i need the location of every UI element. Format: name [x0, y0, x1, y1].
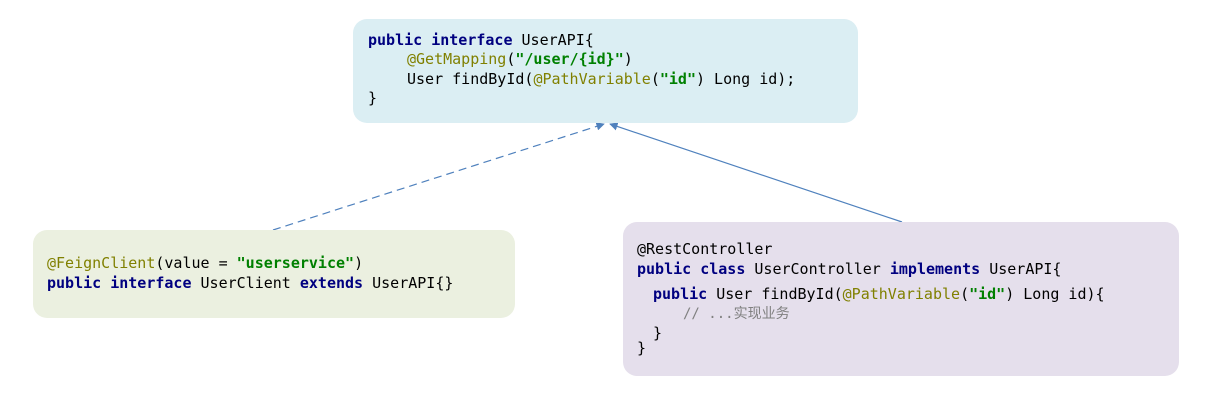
user-controller-box	[623, 222, 1179, 376]
keyword: public	[47, 274, 102, 292]
code-text: UserAPI{}	[372, 274, 454, 292]
keyword: public	[653, 285, 708, 303]
annotation: @GetMapping	[407, 50, 507, 68]
controller-class-close: }	[637, 339, 647, 357]
user-api-interface-box	[353, 19, 858, 123]
client-line-declaration: public interface UserClient extends User…	[47, 274, 453, 293]
code-text: )	[354, 254, 364, 272]
code-text: User findById(	[716, 285, 843, 303]
string-literal: "id"	[969, 285, 1006, 303]
keyword: implements	[889, 260, 981, 278]
code-text: User findById(	[407, 70, 534, 88]
keyword: extends	[299, 274, 364, 292]
string-literal: "/user/{id}"	[515, 50, 624, 68]
interface-name: UserClient	[200, 274, 291, 292]
api-line-declaration: public interface UserAPI{	[368, 31, 594, 50]
controller-line-declaration: public class UserController implements U…	[637, 260, 1061, 279]
code-text: (	[960, 285, 970, 303]
keyword: interface	[431, 31, 513, 49]
code-text: ) Long id);	[696, 70, 796, 88]
code-text: UserAPI{	[989, 260, 1062, 278]
string-literal: "id"	[659, 70, 696, 88]
api-line-getmapping: @GetMapping("/user/{id}")	[407, 50, 633, 69]
keyword: class	[700, 260, 746, 278]
extends-arrow	[272, 122, 605, 231]
keyword: public	[368, 31, 423, 49]
controller-line-annotation: @RestController	[637, 240, 773, 258]
annotation: @FeignClient	[47, 254, 156, 272]
code-text: (	[650, 70, 660, 88]
annotation: @PathVariable	[533, 70, 651, 88]
string-literal: "userservice"	[236, 254, 355, 272]
class-name: UserController	[754, 260, 881, 278]
implements-arrow	[609, 122, 903, 223]
code-text: (	[506, 50, 516, 68]
controller-line-comment: // ...实现业务	[683, 306, 790, 322]
code-text: )	[623, 50, 633, 68]
code-text: ) Long id){	[1005, 285, 1105, 303]
keyword: public	[637, 260, 692, 278]
api-line-close: }	[368, 89, 378, 107]
client-line-annotation: @FeignClient(value = "userservice")	[47, 254, 363, 273]
controller-method-close: }	[653, 324, 663, 342]
controller-line-method: public User findById(@PathVariable("id")…	[653, 285, 1105, 304]
user-client-box	[33, 230, 515, 318]
keyword: interface	[110, 274, 192, 292]
api-line-method: User findById(@PathVariable("id") Long i…	[407, 70, 795, 89]
code-text: (value =	[155, 254, 237, 272]
annotation: @PathVariable	[842, 285, 961, 303]
interface-name: UserAPI{	[521, 31, 594, 49]
